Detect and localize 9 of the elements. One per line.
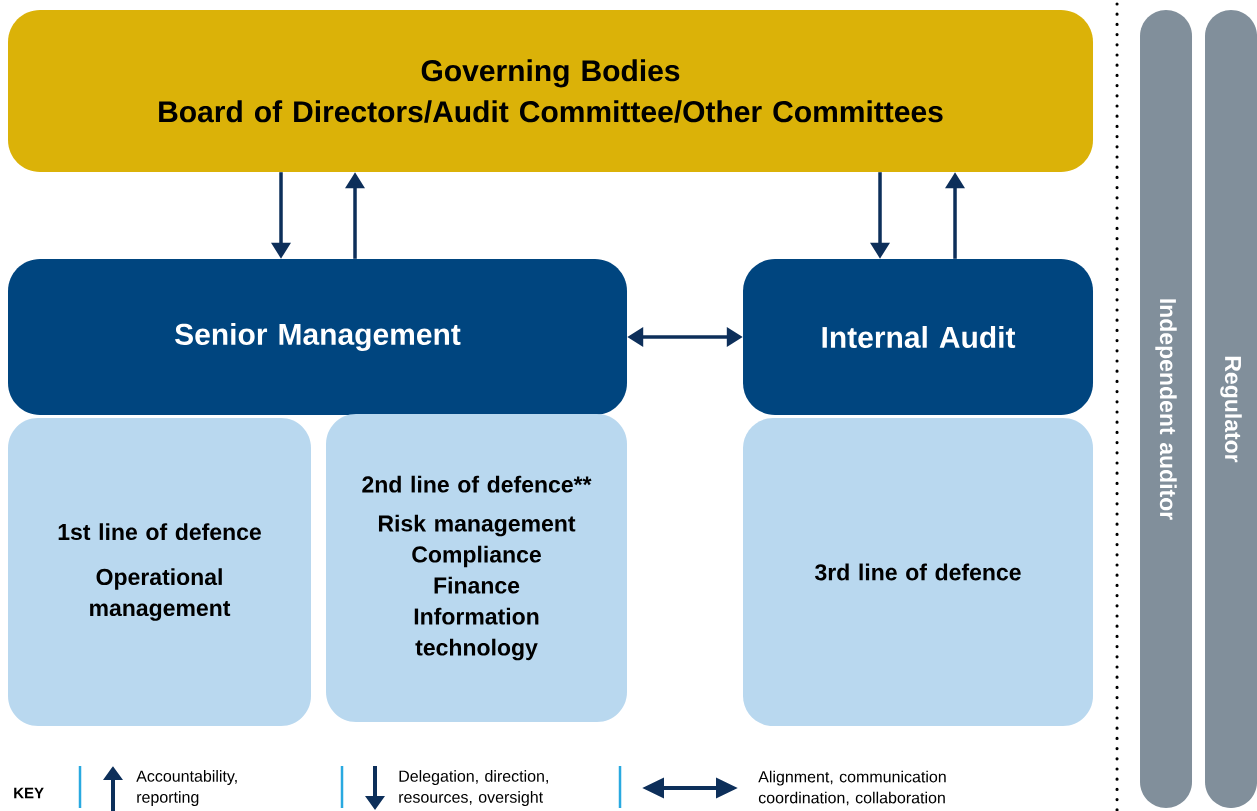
governing-body-box: Governing Bodies Board of Directors/Audit Committee/Other Committees bbox=[8, 10, 1093, 172]
legend-text: Alignment, communication coordination, collaboration bbox=[758, 770, 946, 806]
legend-text: Accountability, reporting bbox=[136, 770, 237, 806]
key-label: KEY bbox=[14, 787, 44, 799]
audit-box: Internal Audit bbox=[743, 259, 1093, 415]
auditor-bar: Independent auditor bbox=[1140, 10, 1192, 808]
management-box: Senior Management bbox=[8, 259, 627, 415]
regulator-bar: Regulator bbox=[1205, 10, 1257, 808]
legend-text: Delegation, direction, resources, oversight bbox=[399, 770, 548, 806]
